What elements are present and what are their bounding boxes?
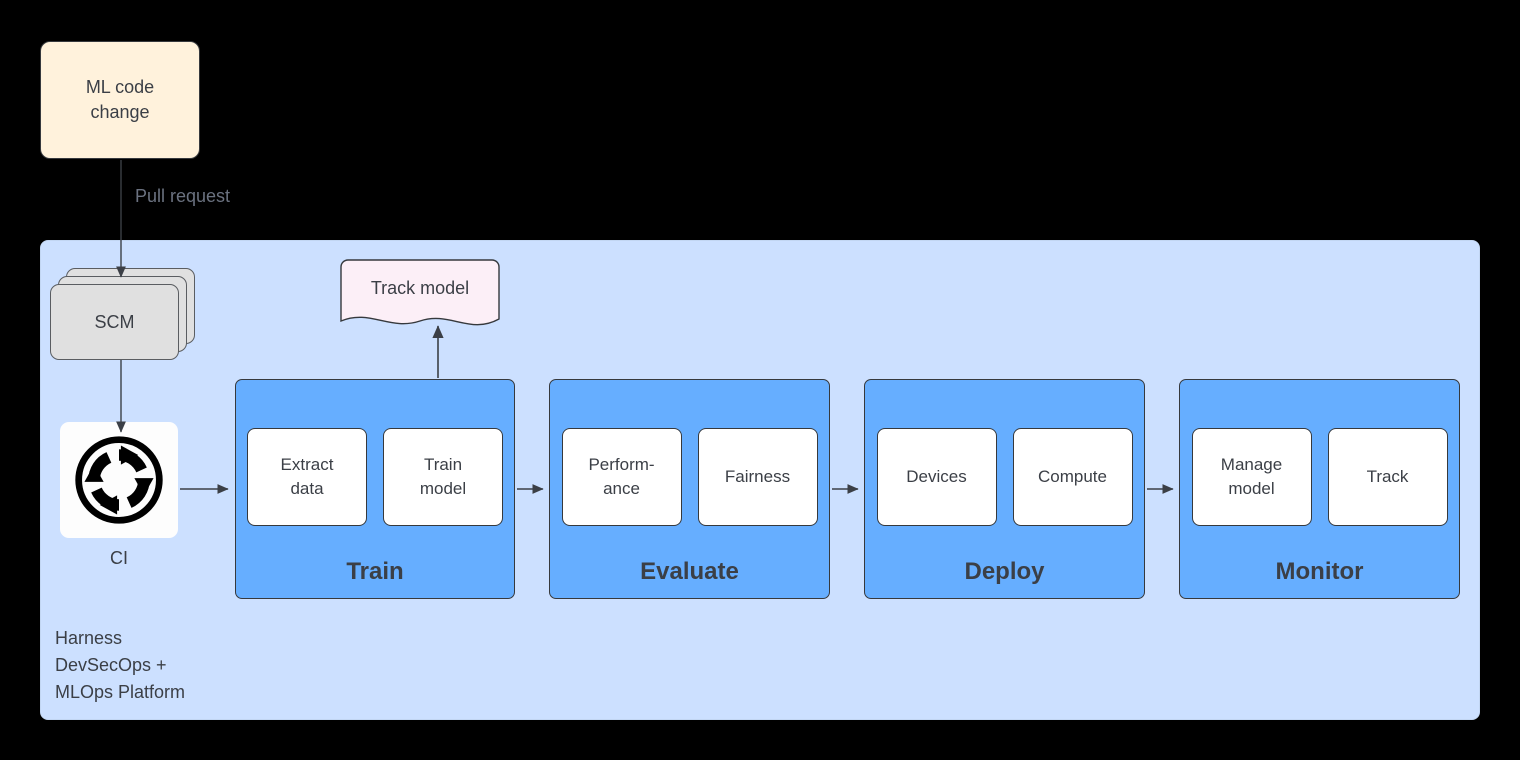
stage-deploy[interactable]: Devices Compute Deploy [864, 379, 1145, 599]
track-model-note[interactable]: Track model [340, 259, 500, 331]
sub-box-track[interactable]: Track [1327, 428, 1448, 526]
sub-box-fairness[interactable]: Fairness [697, 428, 818, 526]
stage-evaluate-subboxes: Perform- ance Fairness [550, 428, 829, 526]
stage-evaluate[interactable]: Perform- ance Fairness Evaluate [549, 379, 830, 599]
continuous-integration-cycle-icon [75, 436, 163, 524]
sub-box-devices[interactable]: Devices [876, 428, 997, 526]
document-note-shape [340, 259, 500, 326]
stage-deploy-subboxes: Devices Compute [865, 428, 1144, 526]
sub-box-manage-model[interactable]: Manage model [1191, 428, 1312, 526]
stage-monitor[interactable]: Manage model Track Monitor [1179, 379, 1460, 599]
stage-deploy-title: Deploy [964, 558, 1045, 585]
stage-train-title: Train [346, 558, 404, 585]
ml-code-change-box[interactable]: ML code change [40, 41, 200, 159]
stage-monitor-title: Monitor [1275, 558, 1364, 585]
stage-train[interactable]: Extract data Train model Train [235, 379, 515, 599]
pull-request-edge-label: Pull request [135, 186, 231, 206]
stage-evaluate-title: Evaluate [640, 558, 739, 585]
stage-monitor-subboxes: Manage model Track [1180, 428, 1459, 526]
platform-caption: Harness DevSecOps + MLOps Platform [55, 628, 186, 702]
ci-node[interactable] [60, 422, 178, 538]
ci-label: CI [110, 548, 128, 568]
scm-node[interactable]: SCM [50, 268, 195, 360]
sub-box-compute[interactable]: Compute [1012, 428, 1133, 526]
track-model-label: Track model [370, 277, 470, 298]
sub-box-train-model[interactable]: Train model [383, 428, 503, 526]
scm-label: SCM [50, 284, 179, 360]
stage-train-subboxes: Extract data Train model [236, 428, 514, 526]
sub-box-performance[interactable]: Perform- ance [561, 428, 682, 526]
sub-box-extract-data[interactable]: Extract data [247, 428, 367, 526]
